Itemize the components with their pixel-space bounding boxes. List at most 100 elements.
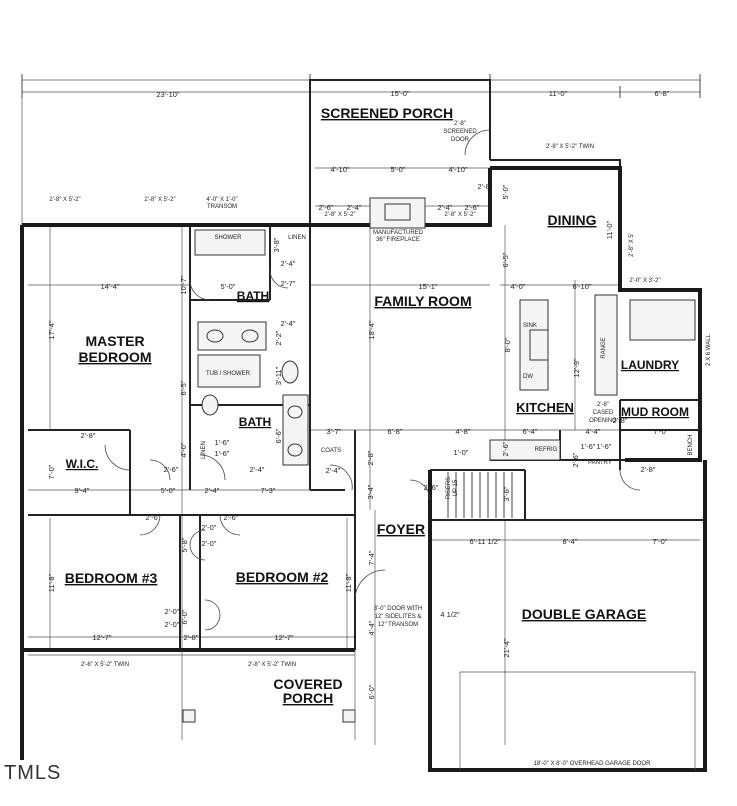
- dim-closet-f: 6'-0": [180, 609, 189, 624]
- dim-d-34: 3'-4": [366, 484, 375, 499]
- dim-d-28b: 2'-8": [613, 416, 628, 425]
- dim-hall-e: 2'-6": [224, 513, 239, 522]
- dim-garage-b: 8'-4": [563, 537, 578, 546]
- dim-porch-d: 2'-6": [319, 203, 334, 212]
- dim-top-right1: 11'-0": [549, 89, 568, 98]
- dim-d-28c: 2'-8": [641, 465, 656, 474]
- label-sink: SINK: [523, 323, 537, 329]
- fixture-labels: SHOWER LINEN LINEN TUB / SHOWER COATS SI…: [49, 121, 712, 767]
- room-bath-lower: BATH: [239, 415, 271, 429]
- label-fireplace-2: 36" FIREPLACE: [376, 237, 420, 243]
- room-double-garage: DOUBLE GARAGE: [522, 606, 646, 622]
- room-kitchen: KITCHEN: [516, 400, 574, 415]
- label-window-top-left-1: 2'-8" X 5'-2": [49, 197, 80, 203]
- label-screened-door-1: 2'-8": [454, 121, 466, 127]
- dim-porch-b: 5'-0": [391, 165, 406, 174]
- dim-bed3-h: 11'-8": [47, 573, 56, 592]
- label-screened-door-2: SCREENED: [443, 129, 477, 135]
- label-tub-shower: TUB / SHOWER: [206, 371, 251, 377]
- dim-garage-a: 6'-11 1/2": [469, 537, 500, 546]
- dim-porch-v: 5'-0": [501, 184, 510, 199]
- dim-d-68: 6'-8": [388, 427, 403, 436]
- label-bench: BENCH: [688, 434, 694, 455]
- dim-garage-c: 7'-0": [653, 537, 668, 546]
- door-swings: [104, 129, 641, 631]
- label-shower: SHOWER: [215, 235, 243, 241]
- label-linen-lower: LINEN: [201, 441, 207, 459]
- walls: [20, 79, 707, 772]
- label-cased-2: CASED: [593, 410, 614, 416]
- dim-d-24d: 2'-4": [326, 466, 341, 475]
- dim-d-26a: 2'-6": [164, 465, 179, 474]
- label-coats: COATS: [321, 448, 341, 454]
- dim-bath-w: 5'-0": [221, 282, 236, 291]
- dim-closet-e: 2'-0": [165, 620, 180, 629]
- dim-bath-h: 10'-7": [179, 275, 188, 294]
- room-foyer: FOYER: [377, 521, 425, 537]
- label-risers-1: RISERS: [446, 477, 452, 499]
- dim-wic-w: 9'-4": [75, 486, 90, 495]
- label-risers-2: UP 15: [453, 479, 459, 496]
- label-front-door-1: 3'-0" DOOR WITH: [374, 606, 423, 612]
- dim-family-h: 18'-4": [367, 320, 376, 339]
- dim-d-66: 6'-6": [274, 428, 283, 443]
- label-window-laundry: 2'-0" X 3'-2": [629, 278, 660, 284]
- dim-top-porch: 15'-0": [390, 89, 409, 98]
- label-window-dining-side: 2'-8" X 5': [629, 233, 635, 257]
- label-2x6-wall: 2 X 6 WALL: [706, 333, 712, 365]
- dim-hall-c: 7'-3": [261, 486, 276, 495]
- dim-foyer-c: 4 1/2": [440, 610, 460, 619]
- dim-bed3-w: 12'-7": [92, 633, 111, 642]
- dim-d-40: 4'-0": [179, 442, 188, 457]
- dim-closet-d: 2'-0": [165, 607, 180, 616]
- room-screened-porch: SCREENED PORCH: [321, 105, 453, 121]
- dim-range-h: 12'-9": [572, 358, 581, 377]
- stairs: [447, 472, 513, 518]
- room-bath-upper: BATH: [237, 289, 269, 303]
- room-bedroom3: BEDROOM #3: [65, 570, 158, 586]
- dim-porch-door: 2'-8": [478, 182, 493, 191]
- dim-d-64: 6'-4": [523, 427, 538, 436]
- dim-d-65: 6'-5": [179, 380, 188, 395]
- label-screened-door-3: DOOR: [451, 137, 470, 143]
- dim-foyer-a: 7'-4": [367, 550, 376, 565]
- label-dw: DW: [523, 374, 533, 380]
- dim-d-16b: 1'-6": [215, 449, 230, 458]
- label-window-top-left-2: 2'-8" X 5'-2": [144, 197, 175, 203]
- dim-kitchen-v: 6'-5": [501, 252, 510, 267]
- dim-top-right2: 6'-8": [655, 89, 670, 98]
- dim-top-left: 23'-10": [156, 90, 180, 99]
- label-window-porch-left: 2'-8" X 5'-2": [324, 212, 355, 218]
- dim-kitchen-h: 8'-0": [503, 337, 512, 352]
- dim-porch-a: 4'-10": [330, 165, 349, 174]
- label-front-door-3: 12" TRANSOM: [378, 622, 418, 628]
- label-transom-1: 4'-0" X 1'-0": [206, 197, 237, 203]
- room-family: FAMILY ROOM: [374, 293, 471, 309]
- dim-closet-g: 2'-8": [184, 633, 199, 642]
- dim-master-w: 14'-4": [100, 282, 119, 291]
- dimension-lines: [21, 74, 701, 745]
- label-pantry: PANTRY: [588, 460, 612, 466]
- label-garage-door: 18'-0" X 8'-0" OVERHEAD GARAGE DOOR: [534, 761, 652, 767]
- dim-porch-g: 2'-6": [465, 203, 480, 212]
- dim-d-37: 3'-7": [327, 427, 342, 436]
- label-range: RANGE: [601, 337, 607, 358]
- label-cased-3: OPENING: [589, 418, 617, 424]
- dim-d-26b: 2'-6": [571, 452, 580, 467]
- dim-d-24c: 2'-4": [250, 465, 265, 474]
- dim-d-24a: 2'-4": [281, 259, 296, 268]
- room-covered-porch-line2: PORCH: [283, 690, 334, 706]
- dim-d-44: 4'-4": [586, 427, 601, 436]
- dim-hall-b: 2'-4": [205, 486, 220, 495]
- dim-garage-h: 21'-4": [502, 638, 511, 657]
- label-linen-upper: LINEN: [288, 235, 306, 241]
- label-window-porch-right: 2'-8" X 5'-2": [444, 212, 475, 218]
- dim-d-28-hall: 2'-8": [366, 450, 375, 465]
- dim-d-27: 2'-7": [281, 279, 296, 288]
- room-wic: W.I.C.: [66, 457, 99, 471]
- dim-foyer-b: 4'-4": [367, 620, 376, 635]
- room-bedroom2: BEDROOM #2: [236, 569, 329, 585]
- dim-bed2-w: 12'-7": [274, 633, 293, 642]
- room-covered-porch-line1: COVERED: [273, 676, 342, 692]
- label-window-dining-twin: 2'-8" X 5'-2" TWIN: [546, 144, 594, 150]
